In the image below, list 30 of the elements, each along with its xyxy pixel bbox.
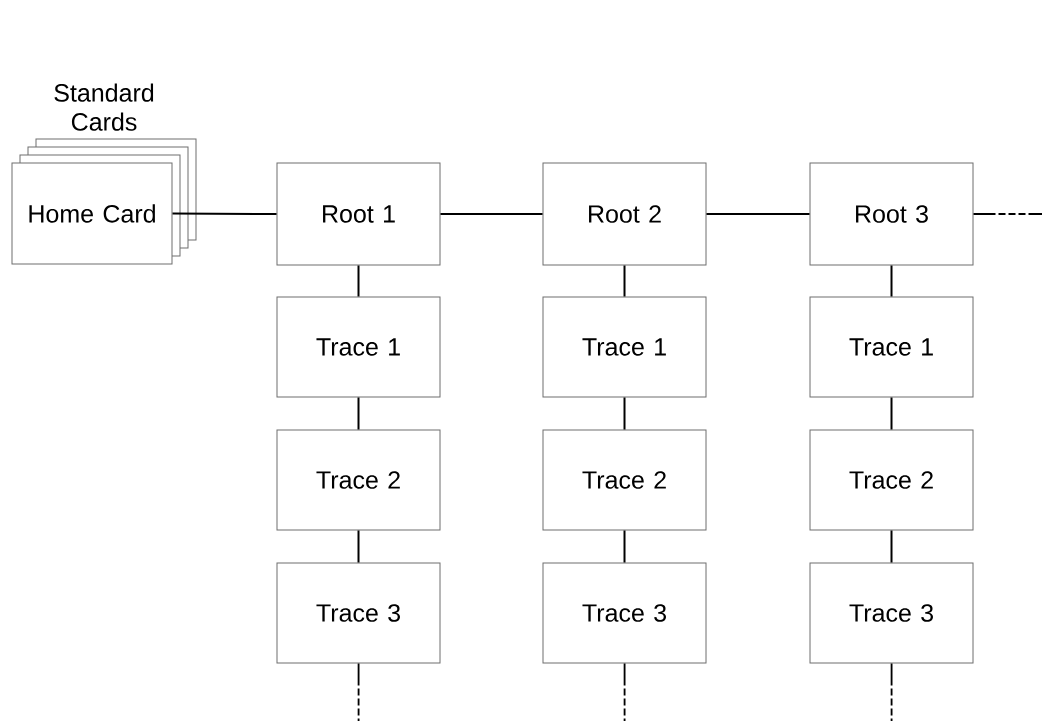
process-box: Trace 3	[542, 562, 707, 664]
process-box: Trace 1	[809, 296, 974, 398]
connector	[357, 662, 360, 721]
process-box: Trace 1	[542, 296, 707, 398]
connector	[972, 213, 1042, 215]
connector	[623, 662, 626, 721]
process-box: Trace 3	[276, 562, 441, 664]
connector	[357, 396, 360, 431]
process-box: Root 3	[809, 162, 974, 266]
connector	[357, 529, 360, 564]
process-box: Trace 2	[276, 429, 441, 531]
process-box: Trace 2	[809, 429, 974, 531]
process-box: Root 2	[542, 162, 707, 266]
connector	[171, 212, 278, 215]
connector	[439, 213, 544, 215]
card-stack: Home Card	[11, 138, 197, 265]
connector	[623, 396, 626, 431]
process-box: Root 1	[276, 162, 441, 266]
process-box: Trace 2	[542, 429, 707, 531]
connector	[890, 264, 893, 298]
connector	[357, 264, 360, 298]
connector	[890, 396, 893, 431]
connector	[705, 213, 811, 215]
connector	[623, 529, 626, 564]
connector	[890, 529, 893, 564]
connector	[890, 662, 893, 721]
process-box: Trace 1	[276, 296, 441, 398]
connector	[623, 264, 626, 298]
process-box: Trace 3	[809, 562, 974, 664]
stack-heading: Standard Cards	[54, 83, 154, 131]
